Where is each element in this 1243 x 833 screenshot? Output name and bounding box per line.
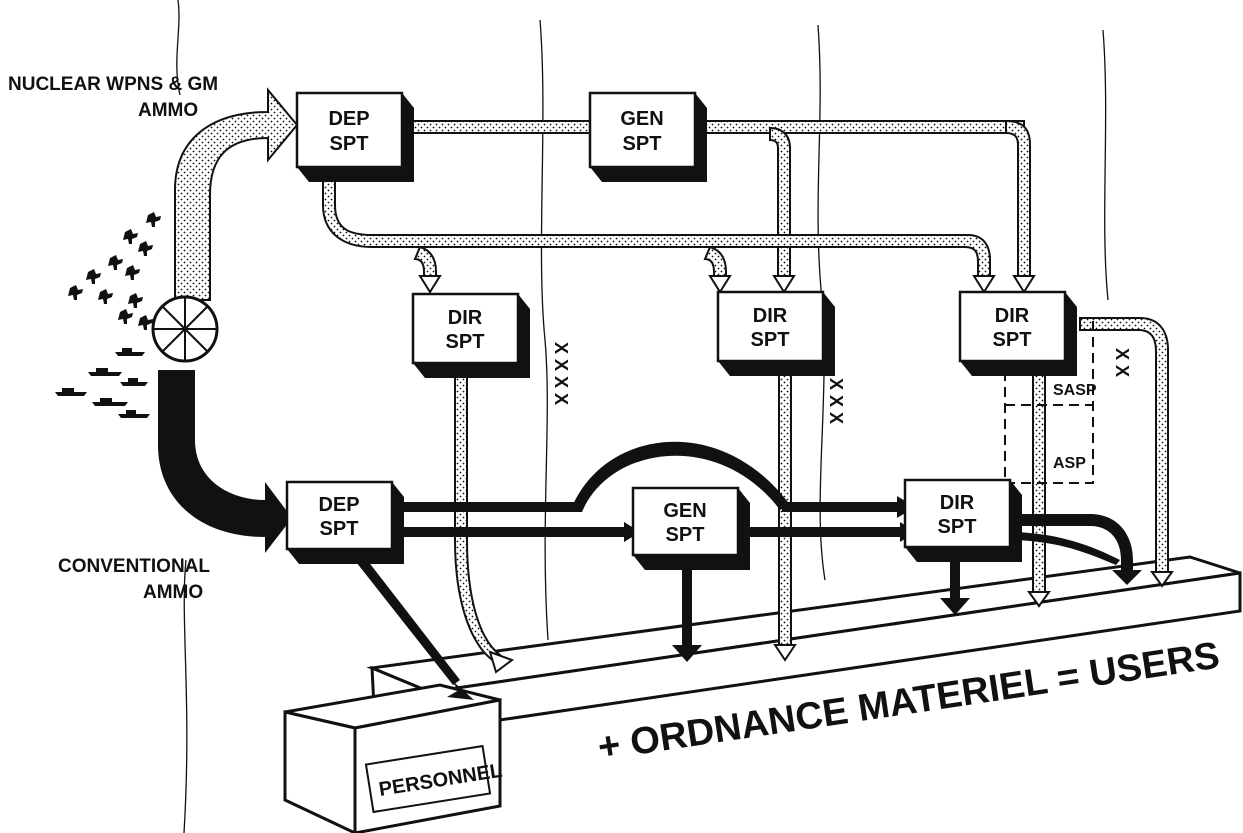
aircraft-icons	[68, 212, 161, 330]
dir-spt-box-1: DIR SPT	[411, 292, 530, 378]
boundary-xxx: X X X	[826, 378, 846, 424]
node-line1: DIR	[448, 307, 483, 329]
node-line1: DIR	[995, 305, 1030, 327]
nuclear-inflow-arrow	[174, 87, 299, 301]
node-line2: SPT	[666, 524, 705, 546]
nuclear-label-line2: AMMO	[138, 100, 198, 121]
node-line1: GEN	[663, 500, 706, 522]
conv-gen-spt-box: GEN SPT	[631, 486, 750, 570]
conv-dep-spt-box: DEP SPT	[285, 480, 404, 564]
port-wheel-icon	[151, 295, 219, 363]
node-line2: SPT	[623, 133, 662, 155]
node-line1: DIR	[940, 492, 975, 514]
node-line1: GEN	[620, 108, 663, 130]
conventional-inflow-arrow	[158, 370, 292, 553]
source-labels: NUCLEAR WPNS & GM AMMO CONVENTIONAL AMMO	[8, 74, 218, 603]
nuclear-flow-lines	[322, 119, 1169, 664]
storage-points: SASP ASP	[1004, 317, 1097, 484]
nuc-gen-spt-box: GEN SPT	[588, 91, 707, 182]
node-line2: SPT	[320, 518, 359, 540]
node-line1: DIR	[753, 305, 788, 327]
sasp-label: SASP	[1053, 382, 1097, 399]
conv-dir-spt-box: DIR SPT	[903, 478, 1022, 562]
node-line2: SPT	[993, 329, 1032, 351]
node-line2: SPT	[751, 329, 790, 351]
personnel-box: PERSONNEL	[283, 683, 504, 833]
node-line1: DEP	[328, 108, 369, 130]
conventional-label-line2: AMMO	[143, 582, 203, 603]
dir-spt-box-2: DIR SPT	[716, 290, 835, 376]
boundary-xx: X X	[1112, 348, 1132, 377]
node-line1: DEP	[318, 494, 359, 516]
nuc-dep-spt-box: DEP SPT	[295, 91, 414, 182]
dir-spt-box-3: DIR SPT	[958, 290, 1077, 376]
ship-icons	[55, 348, 150, 418]
conventional-flow-lines	[345, 441, 1142, 700]
node-line2: SPT	[938, 516, 977, 538]
nuclear-arrowheads	[418, 275, 1174, 674]
boundary-markers: X X X X X X X X X	[551, 342, 1132, 424]
node-line2: SPT	[446, 331, 485, 353]
asp-label: ASP	[1053, 455, 1086, 472]
support-nodes: DEP SPT GEN SPT DIR SPT DIR SPT DIR SPT	[285, 91, 1077, 570]
conventional-label-line1: CONVENTIONAL	[58, 556, 210, 577]
nuclear-label-line1: NUCLEAR WPNS & GM	[8, 74, 218, 95]
node-line2: SPT	[330, 133, 369, 155]
boundary-xxxx: X X X X	[551, 342, 571, 405]
